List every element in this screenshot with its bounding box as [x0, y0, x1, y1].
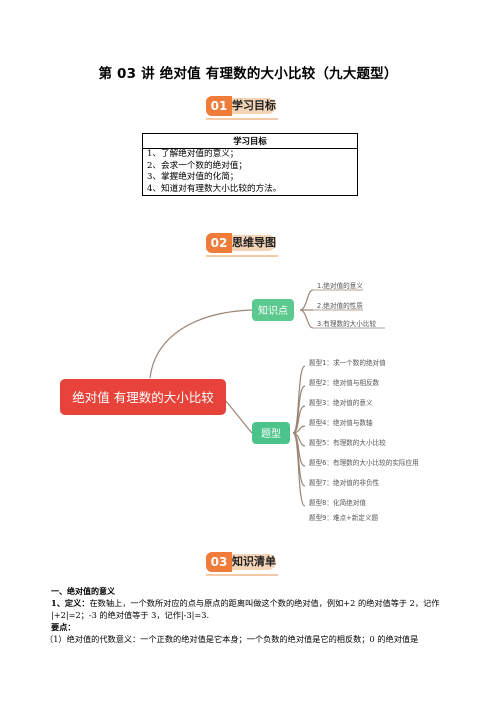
goal-item: 3、掌握绝对值的化简；: [147, 172, 239, 182]
section-number: 02: [206, 233, 232, 253]
leaf-item: 题型7：绝对值的非负性: [309, 478, 380, 487]
leaf-item: 2.绝对值的性质: [317, 301, 363, 310]
definition-line-2: |+2|=2；-3 的绝对值等于 3，记作|-3|=3.: [51, 610, 210, 620]
section-number: 03: [206, 552, 232, 572]
goals-table-header: 学习目标: [142, 133, 358, 149]
goal-item: 1、了解绝对值的意义；: [147, 149, 239, 159]
leaf-item: 题型4：绝对值与数轴: [309, 418, 373, 427]
goal-item: 4、知道对有理数大小比较的方法。: [147, 183, 282, 194]
definition-number: 1、: [51, 598, 65, 608]
mind-map-branch-knowledge: [252, 299, 294, 321]
mind-map-center-node: [60, 379, 226, 415]
type-leaves: 题型1：求一个数的绝对值 题型2：绝对值与相反数 题型3：绝对值的意义 题型4：…: [309, 358, 419, 522]
mind-map: 绝对值 有理数的大小比较 知识点 题型 1.绝对值的意义 2.绝对值的性质 3.…: [60, 281, 419, 522]
mind-map-center-label: 绝对值 有理数的大小比较: [72, 390, 214, 405]
knowledge-leaves: 1.绝对值的意义 2.绝对值的性质 3.有理数的大小比较: [317, 281, 376, 328]
key-points-label: 要点：: [51, 622, 76, 632]
definition-text: 在数轴上，一个数所对应的点与原点的距离叫做这个数的绝对值，例如+2 的绝对值等于…: [89, 598, 440, 608]
leaf-item: 题型6：有理数的大小比较的实际应用: [309, 458, 419, 467]
goal-item: 2、会求一个数的绝对值；: [147, 160, 247, 171]
branch-label-knowledge: 知识点: [258, 304, 288, 317]
section-underline: [206, 574, 278, 576]
goals-table: 学习目标 1、了解绝对值的意义； 2、会求一个数的绝对值； 3、掌握绝对值的化简…: [142, 133, 358, 196]
mind-map-branch-types: [252, 422, 290, 444]
leaf-item: 题型2：绝对值与相反数: [309, 378, 380, 387]
leaf-item: 3.有理数的大小比较: [317, 319, 376, 328]
leaf-item: 1.绝对值的意义: [317, 281, 363, 290]
mind-map-connectors: [149, 289, 314, 507]
key-point-1: （1）绝对值的代数意义：一个正数的绝对值是它本身；一个负数的绝对值是它的相反数；…: [45, 634, 419, 644]
leaf-underlines: [313, 289, 385, 329]
section-label: 思维导图: [232, 235, 276, 251]
section-label: 学习目标: [232, 98, 276, 114]
knowledge-heading: 一、绝对值的意义: [51, 587, 115, 596]
section-underline: [206, 118, 278, 120]
section-label: 知识清单: [232, 554, 276, 570]
leaf-item: 题型9：难点+新定义题: [309, 513, 378, 522]
leaf-item: 题型1：求一个数的绝对值: [309, 358, 386, 367]
section-underline: [206, 255, 278, 257]
leaf-item: 题型8：化简绝对值: [309, 498, 366, 507]
leaf-item: 题型5：有理数的大小比较: [309, 438, 386, 447]
definition-line: 1、定义：在数轴上，一个数所对应的点与原点的距离叫做这个数的绝对值，例如+2 的…: [51, 597, 439, 610]
leaf-item: 题型3：绝对值的意义: [309, 398, 373, 407]
definition-label: 定义：: [64, 598, 90, 608]
branch-label-types: 题型: [261, 427, 281, 440]
goals-table-body: 1、了解绝对值的意义； 2、会求一个数的绝对值； 3、掌握绝对值的化简； 4、知…: [142, 148, 358, 196]
page-title: 第 03 讲 绝对值 有理数的大小比较（九大题型）: [98, 66, 398, 82]
section-number: 01: [206, 96, 232, 116]
